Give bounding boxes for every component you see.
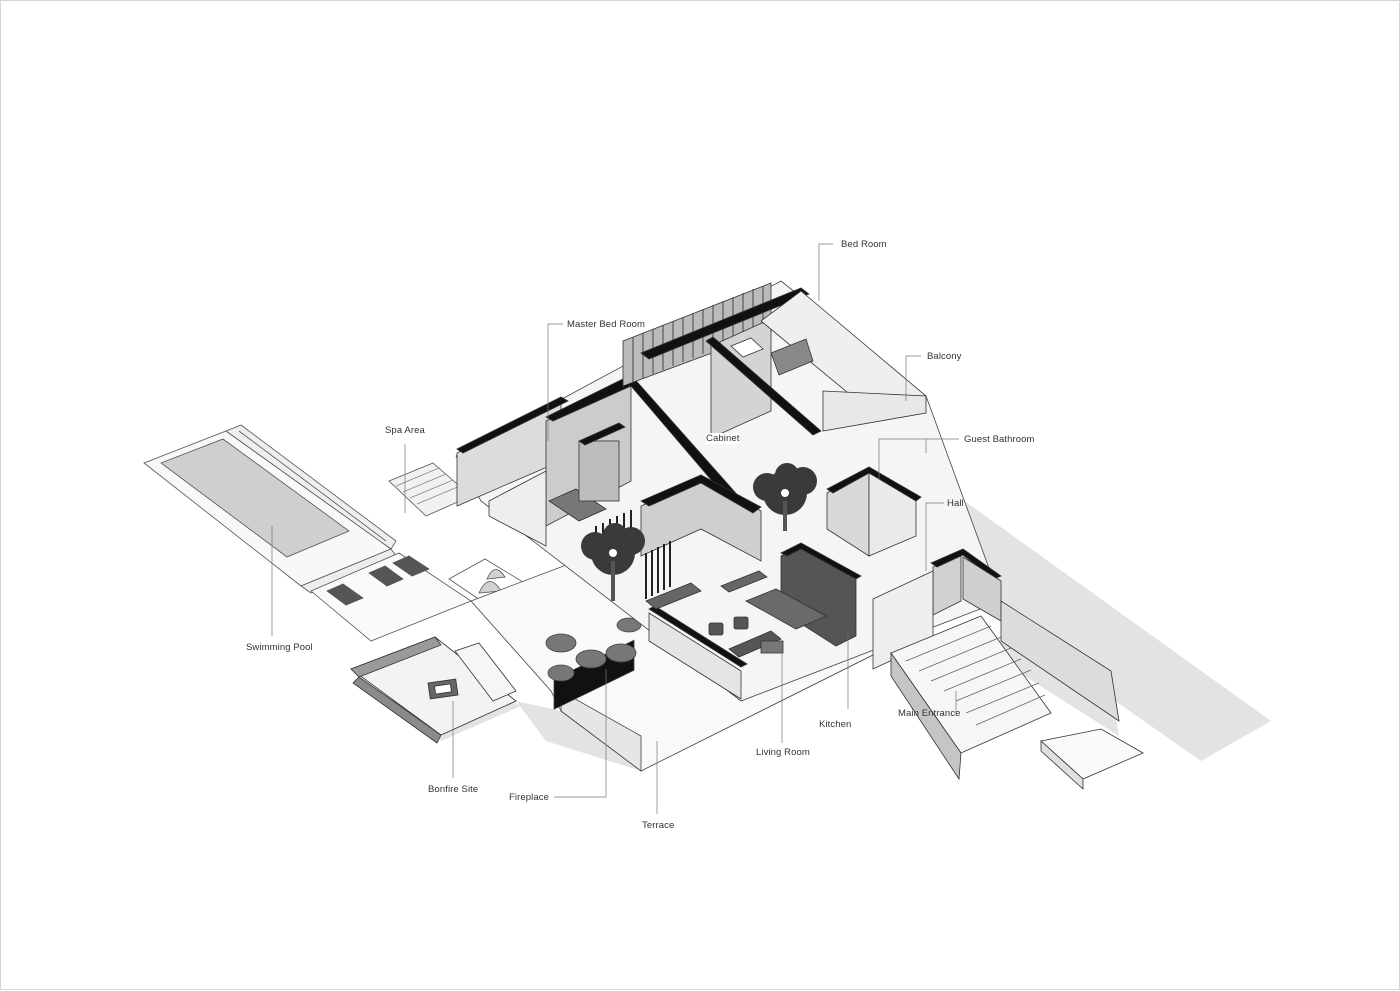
- cabinet-box-top: [578, 422, 626, 446]
- label-fireplace: Fireplace: [509, 792, 549, 803]
- swimming-pool: [143, 424, 398, 594]
- master-bed-wing: [456, 374, 758, 566]
- leader-balcony: [905, 355, 921, 401]
- label-main-entrance: Main Entrance: [898, 708, 961, 719]
- label-master-bed-room: Master Bed Room: [567, 319, 646, 330]
- dining-set: [645, 570, 768, 610]
- pool-side-line: [238, 430, 387, 542]
- balcony-glass: [822, 390, 927, 432]
- spa-step-lines: [395, 467, 461, 505]
- lounger: [326, 583, 364, 606]
- leader-lines: [271, 243, 959, 814]
- label-balcony: Balcony: [927, 351, 962, 362]
- tree: [581, 523, 645, 601]
- label-swimming-pool: Swimming Pool: [246, 642, 313, 653]
- outdoor-round-seats: [545, 617, 642, 682]
- living-furniture: [708, 616, 784, 658]
- label-terrace: Terrace: [642, 820, 675, 831]
- bonfire-steps: [454, 642, 517, 702]
- label-bonfire-site: Bonfire Site: [428, 784, 479, 795]
- master-glass: [488, 470, 547, 547]
- bonfire-site: [350, 636, 517, 744]
- terrace-shadow: [516, 701, 641, 771]
- living-vertical-slats: [645, 541, 671, 599]
- guest-bath-cut: [826, 466, 922, 502]
- entrance-shadow: [906, 459, 1271, 761]
- leader-fireplace: [554, 669, 607, 798]
- label-living-room: Living Room: [756, 747, 810, 758]
- entrance-step-lines: [905, 625, 1046, 726]
- lounger: [368, 565, 404, 587]
- bed-room-cut-2: [705, 336, 822, 436]
- label-cabinet: Cabinet: [706, 433, 740, 444]
- bonfire-bench-side: [352, 676, 442, 744]
- entrance-wall-side: [890, 651, 962, 781]
- wing-cut-top: [456, 396, 569, 454]
- leader-master-bed-room: [547, 323, 563, 441]
- cabinet-box: [578, 440, 620, 502]
- label-hall: Hall: [947, 498, 964, 509]
- master-bed: [548, 488, 607, 522]
- bonfire-seating-wall: [350, 636, 442, 678]
- leader-hall: [925, 502, 944, 571]
- entrance-landing: [1040, 728, 1144, 780]
- bath-fixture: [770, 338, 814, 376]
- bed-room-cut: [640, 287, 810, 360]
- kitchen-block-top: [780, 542, 862, 580]
- leader-guest-bathroom: [878, 438, 959, 479]
- label-bed-room: Bed Room: [841, 239, 887, 250]
- pool-water: [160, 438, 350, 558]
- leader-bed-room: [818, 243, 833, 301]
- entrance-landing-edge: [1040, 740, 1084, 790]
- kitchen-island: [745, 588, 827, 630]
- tree-background-fill: [609, 489, 789, 557]
- label-guest-bathroom: Guest Bathroom: [964, 434, 1035, 445]
- north-bed-wing: [622, 282, 927, 439]
- bath-tub: [730, 337, 764, 358]
- label-kitchen: Kitchen: [819, 719, 852, 730]
- entrance-retaining-wall: [1000, 600, 1120, 722]
- main-entrance-stairs: [890, 600, 1144, 790]
- sun-loungers: [326, 555, 430, 606]
- living-wing: [640, 474, 862, 700]
- living-cut-wall: [640, 474, 762, 514]
- label-spa-area: Spa Area: [385, 425, 425, 436]
- lounger: [392, 555, 430, 577]
- pool-coping: [225, 424, 397, 550]
- courtyard-trees: [581, 463, 817, 601]
- living-front-wall: [648, 612, 742, 700]
